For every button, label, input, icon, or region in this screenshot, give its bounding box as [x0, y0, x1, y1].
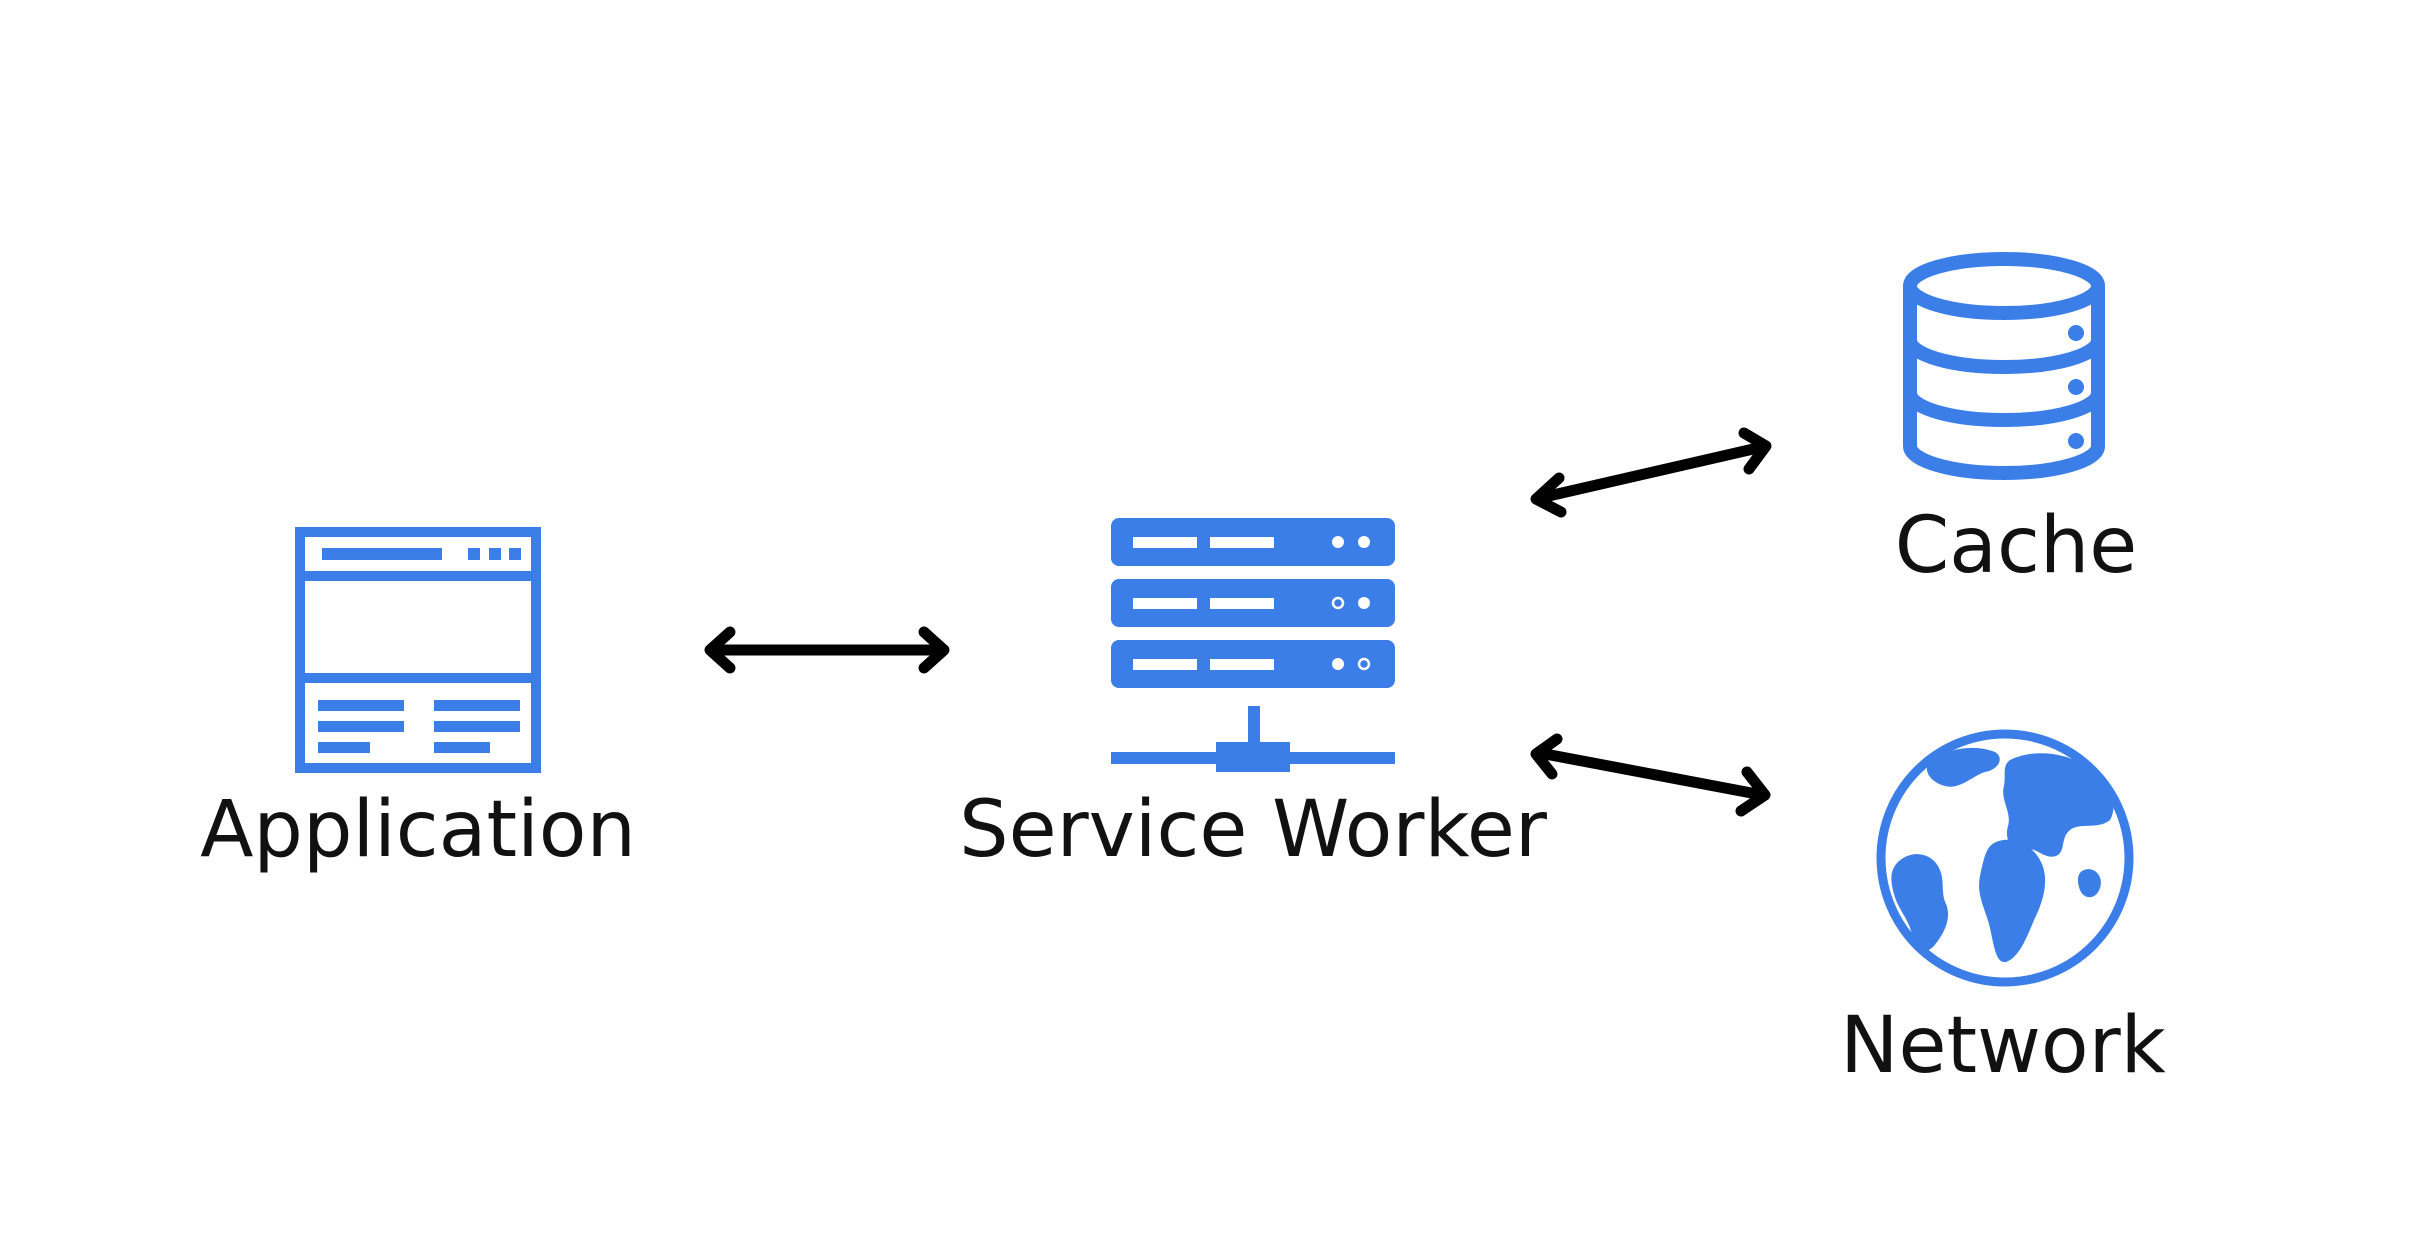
database-icon — [1903, 252, 2105, 480]
arrow-application-service-worker — [704, 626, 950, 674]
browser-window-details — [318, 548, 521, 753]
database-status-dots — [2068, 325, 2084, 449]
browser-window-icon — [295, 527, 541, 773]
arrow-service-worker-cache — [1530, 427, 1772, 518]
network-label: Network — [1840, 1001, 2166, 1091]
application-label: Application — [200, 785, 636, 875]
service-worker-label: Service Worker — [959, 785, 1548, 875]
server-rack-icon — [1111, 518, 1395, 772]
arrow-service-worker-network — [1530, 733, 1771, 817]
globe-icon — [1876, 729, 2134, 987]
cache-label: Cache — [1895, 501, 2138, 591]
